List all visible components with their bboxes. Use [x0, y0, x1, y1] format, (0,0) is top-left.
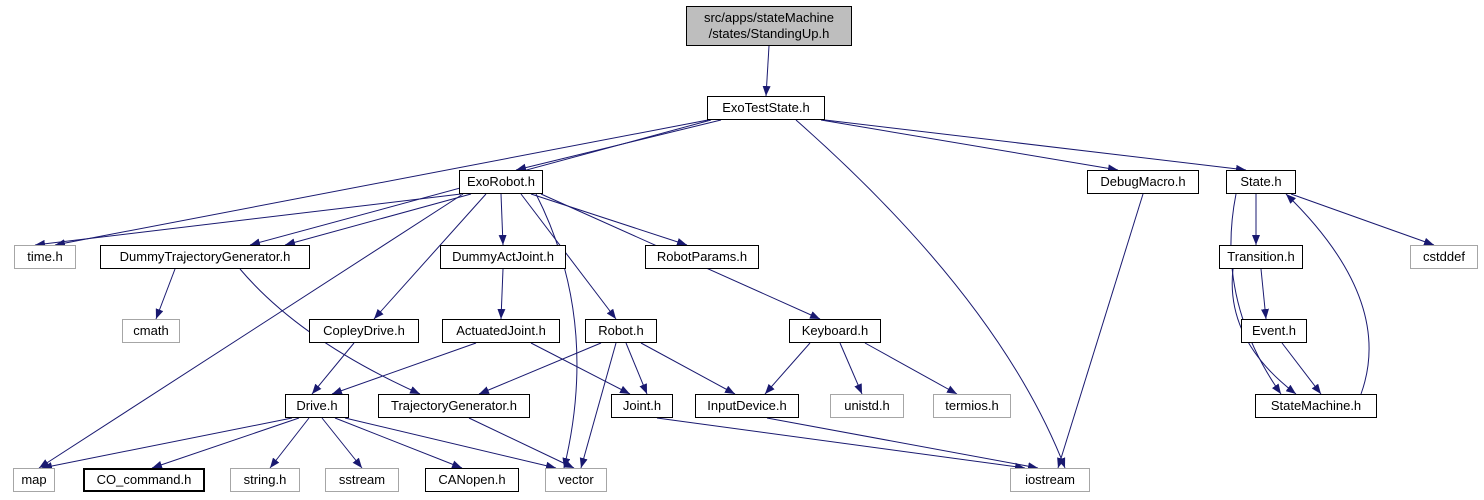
- node-trajgen[interactable]: TrajectoryGenerator.h: [378, 394, 530, 418]
- edge-exoteststate-to-debugmacro: [820, 119, 1119, 173]
- edge-event-to-statemachine: [1281, 342, 1322, 395]
- node-drive[interactable]: Drive.h: [285, 394, 349, 418]
- edge-keyboard-to-termios: [864, 342, 958, 395]
- edge-state-to-cstddef: [1290, 193, 1435, 246]
- edge-keyboard-to-inputdevice: [764, 342, 811, 395]
- edge-robot-to-trajgen: [478, 342, 602, 395]
- node-exorobot[interactable]: ExoRobot.h: [459, 170, 543, 194]
- node-statemachine[interactable]: StateMachine.h: [1255, 394, 1377, 418]
- edge-transition-to-event: [1260, 268, 1269, 320]
- edge-drive-to-canopen: [334, 417, 463, 469]
- edge-dummyactjoint-to-actuatedjoint: [497, 268, 506, 320]
- node-stringh[interactable]: string.h: [230, 468, 300, 492]
- node-dummyactjoint[interactable]: DummyActJoint.h: [440, 245, 566, 269]
- node-keyboard[interactable]: Keyboard.h: [789, 319, 881, 343]
- edge-exorobot-to-map: [38, 193, 464, 469]
- node-vector[interactable]: vector: [545, 468, 607, 492]
- edge-exorobot-to-time: [34, 193, 462, 248]
- node-debugmacro[interactable]: DebugMacro.h: [1087, 170, 1199, 194]
- node-exoteststate[interactable]: ExoTestState.h: [707, 96, 825, 120]
- node-robotparams[interactable]: RobotParams.h: [645, 245, 759, 269]
- edge-drive-to-map: [41, 417, 293, 470]
- edge-copleydrive-to-drive: [311, 342, 355, 395]
- edge-joint-to-iostream: [656, 417, 1026, 471]
- node-robot[interactable]: Robot.h: [585, 319, 657, 343]
- node-standingup: src/apps/stateMachine/states/StandingUp.…: [686, 6, 852, 46]
- node-event[interactable]: Event.h: [1241, 319, 1307, 343]
- edge-drive-to-cocommand: [151, 417, 300, 469]
- edge-exoteststate-to-time: [54, 119, 709, 248]
- edge-drive-to-sstream: [321, 417, 363, 469]
- edge-drive-to-vector: [344, 417, 557, 470]
- node-termios[interactable]: termios.h: [933, 394, 1011, 418]
- node-actuatedjoint[interactable]: ActuatedJoint.h: [442, 319, 560, 343]
- edge-exorobot-to-copleydrive: [373, 193, 487, 320]
- node-sstream[interactable]: sstream: [325, 468, 399, 492]
- edge-standingup-to-exoteststate: [762, 45, 771, 97]
- edge-trajgen-to-vector: [468, 417, 575, 469]
- edge-exorobot-to-dummytrajgen: [284, 193, 472, 247]
- node-dummytrajgen[interactable]: DummyTrajectoryGenerator.h: [100, 245, 310, 269]
- node-iostream[interactable]: iostream: [1010, 468, 1090, 492]
- edge-debugmacro-to-iostream: [1057, 193, 1144, 469]
- node-joint[interactable]: Joint.h: [611, 394, 673, 418]
- edge-exorobot-to-dummyactjoint: [498, 193, 507, 246]
- edge-robot-to-inputdevice: [640, 342, 736, 395]
- edge-keyboard-to-unistd: [839, 342, 863, 395]
- node-map[interactable]: map: [13, 468, 55, 492]
- node-canopen[interactable]: CANopen.h: [425, 468, 519, 492]
- edge-exorobot-to-vector: [535, 193, 578, 469]
- edge-inputdevice-to-iostream: [766, 417, 1039, 471]
- edge-state-to-statemachine: [1230, 193, 1282, 395]
- node-cocommand[interactable]: CO_command.h: [83, 468, 205, 492]
- node-copleydrive[interactable]: CopleyDrive.h: [309, 319, 419, 343]
- edge-dummytrajgen-to-cmath: [155, 268, 176, 320]
- edge-drive-to-stringh: [269, 417, 310, 469]
- edge-robot-to-vector: [579, 342, 617, 469]
- node-cstddef[interactable]: cstddef: [1410, 245, 1478, 269]
- edge-exoteststate-to-iostream: [795, 119, 1066, 469]
- edge-exorobot-to-robot: [520, 193, 617, 320]
- node-transition[interactable]: Transition.h: [1219, 245, 1303, 269]
- node-inputdevice[interactable]: InputDevice.h: [695, 394, 799, 418]
- node-label-line: src/apps/stateMachine: [703, 10, 835, 26]
- node-time[interactable]: time.h: [14, 245, 76, 269]
- edge-actuatedjoint-to-joint: [530, 342, 631, 395]
- edge-robot-to-joint: [625, 342, 648, 395]
- node-unistd[interactable]: unistd.h: [830, 394, 904, 418]
- edge-statemachine-to-state: [1285, 193, 1370, 395]
- edge-exoteststate-to-state: [824, 119, 1247, 173]
- node-label-line: /states/StandingUp.h: [708, 26, 830, 41]
- edge-exorobot-to-robotparams: [530, 193, 688, 246]
- edge-actuatedjoint-to-drive: [331, 342, 477, 395]
- node-cmath[interactable]: cmath: [122, 319, 180, 343]
- node-state[interactable]: State.h: [1226, 170, 1296, 194]
